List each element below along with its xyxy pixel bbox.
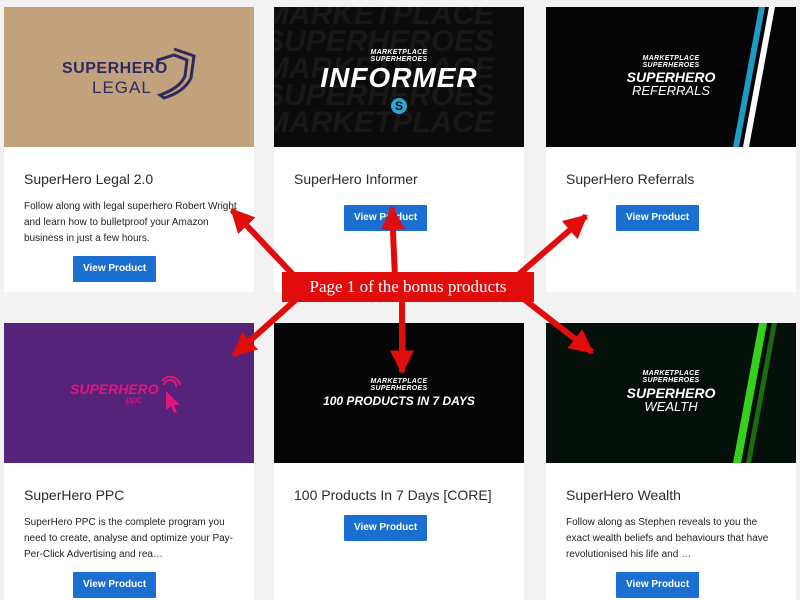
marketplace-superheroes-logo-text: MARKETPLACE SUPERHEROES: [370, 378, 428, 392]
cursor-click-icon: [161, 375, 181, 413]
product-title[interactable]: SuperHero Referrals: [566, 171, 695, 187]
product-card-superhero-wealth: MARKETPLACE SUPERHEROES SUPERHERO WEALTH…: [546, 323, 796, 600]
annotation-callout: Page 1 of the bonus products: [282, 272, 534, 302]
product-card-superhero-informer: MARKETPLACE SUPERHEROES MARKETPLACE SUPE…: [274, 7, 524, 292]
view-product-button[interactable]: View Product: [73, 572, 157, 598]
product-title[interactable]: SuperHero Informer: [294, 171, 418, 187]
view-product-button[interactable]: View Product: [344, 205, 428, 231]
ppc-logo-subtext: ppc: [126, 395, 143, 406]
marketplace-superheroes-logo-text: MARKETPLACE SUPERHEROES: [642, 370, 700, 384]
product-thumbnail[interactable]: MARKETPLACE SUPERHEROES 100 PRODUCTS IN …: [274, 323, 524, 463]
marketplace-superheroes-logo-text: MARKETPLACE SUPERHEROES: [370, 49, 428, 63]
product-thumbnail[interactable]: MARKETPLACE SUPERHEROES MARKETPLACE SUPE…: [274, 7, 524, 147]
product-thumbnail[interactable]: SUPERHERO ppc: [4, 323, 254, 463]
logo-text-legal: LEGAL: [92, 78, 152, 97]
product-description: Follow along as Stephen reveals to you t…: [566, 517, 769, 560]
product-title[interactable]: SuperHero Wealth: [566, 487, 681, 503]
product-card-superhero-referrals: MARKETPLACE SUPERHEROES SUPERHERO REFERR…: [546, 7, 796, 292]
product-card-100-products-in-7-days: MARKETPLACE SUPERHEROES 100 PRODUCTS IN …: [274, 323, 524, 600]
ppc-logo-text: SUPERHERO: [70, 381, 159, 397]
product-title[interactable]: 100 Products In 7 Days [CORE]: [294, 487, 492, 503]
view-product-button[interactable]: View Product: [616, 205, 700, 231]
product-thumbnail[interactable]: MARKETPLACE SUPERHEROES SUPERHERO WEALTH: [546, 323, 796, 463]
referrals-logo-line1: SUPERHERO: [626, 69, 716, 85]
product-thumbnail[interactable]: MARKETPLACE SUPERHEROES SUPERHERO REFERR…: [546, 7, 796, 147]
marketplace-superheroes-logo-text: MARKETPLACE SUPERHEROES: [642, 55, 700, 69]
100-products-logo-text: 100 PRODUCTS IN 7 DAYS: [323, 394, 475, 408]
informer-logo-text: INFORMER: [320, 62, 478, 93]
background-pattern: MARKETPLACE SUPERHEROES MARKETPLACE SUPE…: [274, 7, 495, 139]
shield-icon: [155, 47, 196, 100]
product-description: Follow along with legal superhero Robert…: [24, 201, 237, 244]
view-product-button[interactable]: View Product: [616, 572, 700, 598]
view-product-button[interactable]: View Product: [344, 515, 428, 541]
decorative-stripes: [733, 323, 777, 463]
product-thumbnail[interactable]: SUPERHERO LEGAL: [4, 7, 254, 147]
product-title[interactable]: SuperHero PPC: [24, 487, 125, 503]
product-card-superhero-ppc: SUPERHERO ppc SuperHero PPC SuperHero PP…: [4, 323, 254, 600]
product-description: SuperHero PPC is the complete program yo…: [24, 517, 234, 560]
view-product-button[interactable]: View Product: [73, 256, 157, 282]
decorative-stripes: [733, 7, 775, 147]
product-card-superhero-legal: SUPERHERO LEGAL SuperHero Legal 2.0 Foll…: [4, 7, 254, 292]
lightning-s-icon: S: [391, 98, 407, 114]
superhero-legal-logo: SUPERHERO LEGAL: [62, 47, 202, 104]
wealth-logo-line1: SUPERHERO: [626, 385, 716, 401]
wealth-logo-line2: WEALTH: [644, 399, 698, 414]
product-title[interactable]: SuperHero Legal 2.0: [24, 171, 154, 187]
referrals-logo-line2: REFERRALS: [631, 83, 711, 98]
logo-text-superhero: SUPERHERO: [62, 60, 168, 77]
